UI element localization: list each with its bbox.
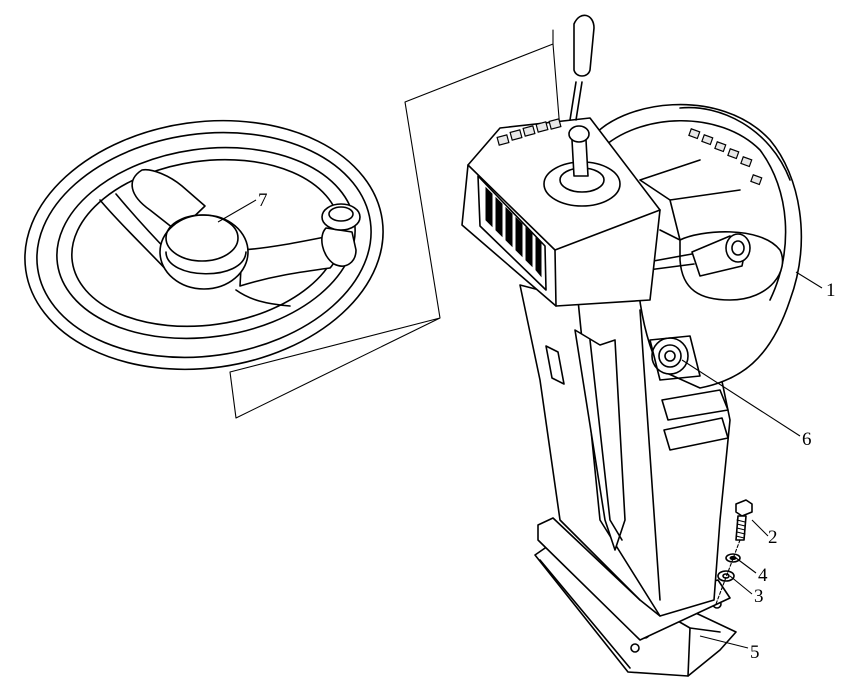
callout-2: 2	[768, 527, 778, 548]
indicator-slots	[688, 128, 763, 186]
steering-wheel	[24, 119, 384, 371]
callout-5: 5	[750, 642, 760, 663]
steering-column	[519, 103, 803, 677]
callout-leaders	[217, 199, 823, 649]
callout-4: 4	[758, 565, 768, 586]
callout-3: 3	[754, 586, 764, 607]
fasteners	[715, 499, 753, 605]
callout-1: 1	[826, 280, 836, 301]
control-box	[461, 14, 661, 307]
explode-frame	[229, 29, 561, 419]
gear-indicator-slots	[496, 118, 562, 146]
callout-7: 7	[258, 190, 268, 211]
louvre-slats	[485, 186, 542, 278]
callout-6: 6	[802, 429, 812, 450]
callout-labels: 1 2 3 4 5 6 7	[258, 190, 836, 663]
